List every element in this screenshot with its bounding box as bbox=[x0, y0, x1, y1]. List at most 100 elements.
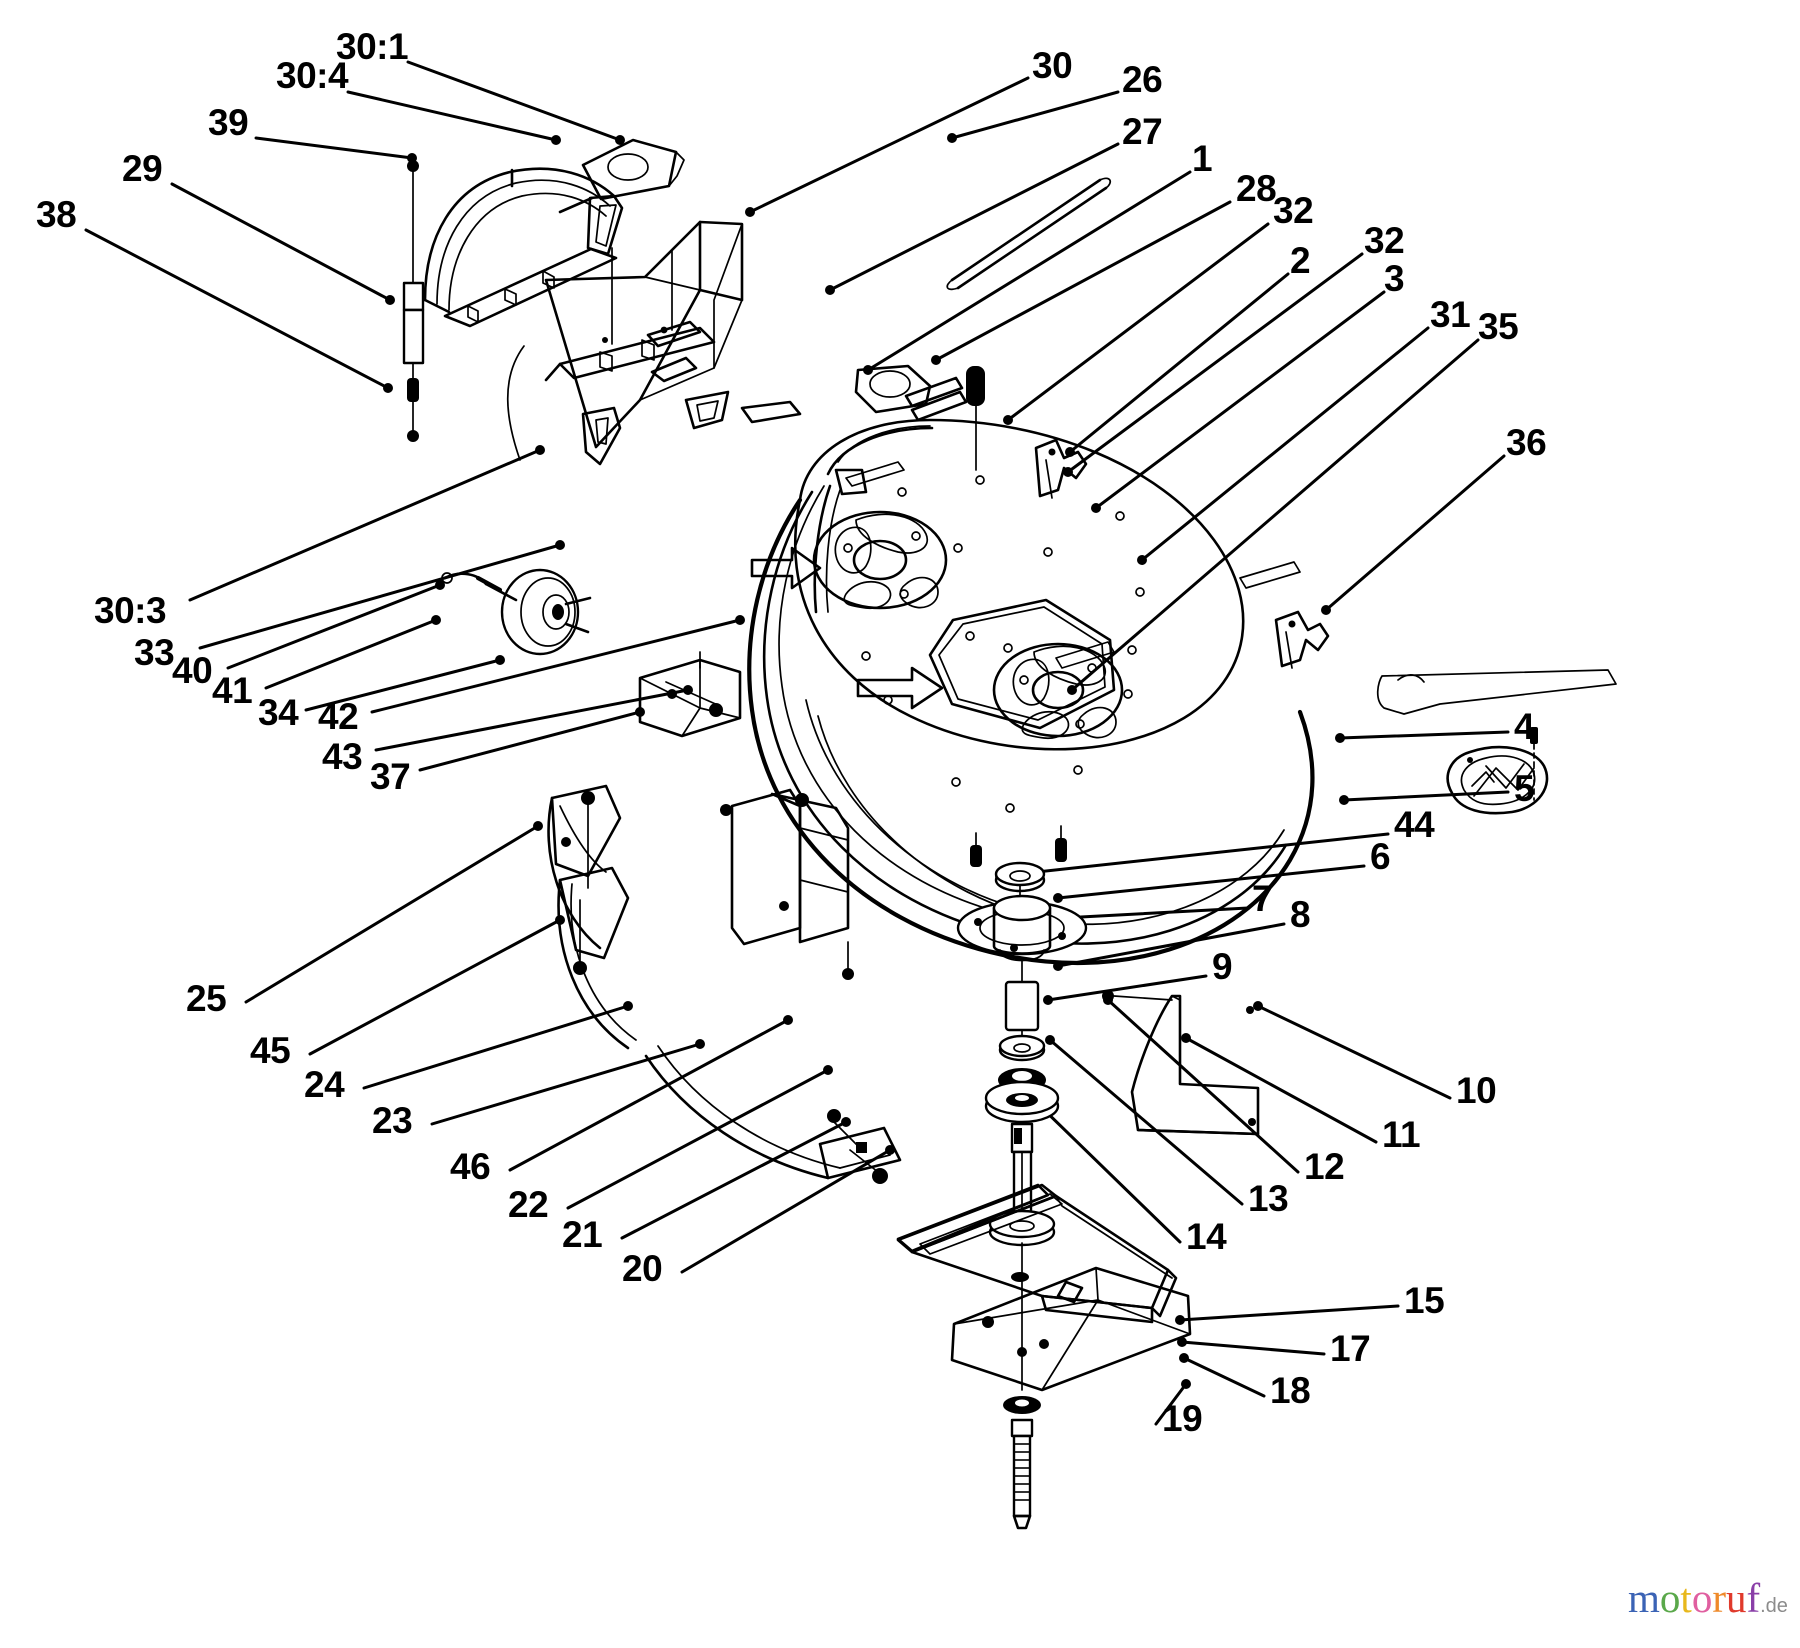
callout-label-30: 30 bbox=[1032, 45, 1073, 86]
spindle-boss-lower bbox=[992, 642, 1124, 739]
leader-endpoint-30-1 bbox=[615, 135, 625, 145]
leader-endpoint-27 bbox=[825, 285, 835, 295]
leader-line-40 bbox=[226, 583, 442, 670]
leader-line-28 bbox=[934, 200, 1232, 362]
leader-endpoint-46 bbox=[783, 1015, 793, 1025]
callout-label-37: 37 bbox=[370, 756, 411, 797]
leader-endpoint-36 bbox=[1321, 605, 1331, 615]
callout-label-30-3: 30:3 bbox=[94, 590, 167, 631]
part-cap-detail bbox=[1446, 727, 1549, 815]
leader-endpoint-21 bbox=[841, 1117, 851, 1127]
watermark-letter: m bbox=[1628, 1575, 1660, 1621]
leader-line-11 bbox=[1184, 1036, 1378, 1144]
leader-endpoint-13 bbox=[1045, 1035, 1055, 1045]
leader-endpoint-38 bbox=[383, 383, 393, 393]
leader-line-27 bbox=[828, 142, 1120, 292]
leader-line-32 bbox=[1066, 252, 1364, 474]
leader-line-43 bbox=[374, 688, 690, 752]
leader-line-17 bbox=[1180, 1340, 1326, 1356]
leader-endpoint-30-4 bbox=[551, 135, 561, 145]
leader-line-6 bbox=[1056, 864, 1366, 900]
callout-label-8: 8 bbox=[1290, 894, 1311, 935]
callout-label-14: 14 bbox=[1186, 1216, 1227, 1257]
leader-endpoint-34 bbox=[495, 655, 505, 665]
leader-line-8 bbox=[1056, 922, 1286, 968]
callout-label-46: 46 bbox=[450, 1146, 491, 1187]
callout-label-21: 21 bbox=[562, 1214, 603, 1255]
leader-endpoint-6 bbox=[1053, 893, 1063, 903]
part-deflector-shield bbox=[423, 167, 624, 328]
callout-label-3: 3 bbox=[1384, 258, 1405, 299]
leader-line-45 bbox=[308, 918, 562, 1056]
leader-line-23 bbox=[430, 1042, 702, 1126]
callout-label-36: 36 bbox=[1506, 422, 1547, 463]
part-mounting-bar bbox=[544, 320, 802, 466]
leader-line-30-4 bbox=[346, 90, 558, 142]
leader-endpoint-29 bbox=[385, 295, 395, 305]
leader-endpoint-41 bbox=[431, 615, 441, 625]
watermark-letter: o bbox=[1659, 1575, 1681, 1621]
leader-endpoint-24 bbox=[623, 1001, 633, 1011]
watermark-tld: .de bbox=[1760, 1595, 1788, 1617]
leader-line-18 bbox=[1182, 1356, 1266, 1398]
callout-label-39: 39 bbox=[208, 102, 249, 143]
leader-line-34 bbox=[304, 658, 502, 712]
leader-line-25 bbox=[244, 824, 540, 1004]
leader-endpoint-42 bbox=[735, 615, 745, 625]
callout-label-17: 17 bbox=[1330, 1328, 1371, 1369]
callout-label-7: 7 bbox=[1252, 878, 1273, 919]
leader-line-32 bbox=[1006, 222, 1270, 422]
callout-label-9: 9 bbox=[1212, 946, 1233, 987]
part-wire-spring bbox=[506, 345, 525, 461]
deck-hook-center bbox=[1034, 438, 1088, 499]
callout-label-26: 26 bbox=[1122, 59, 1163, 100]
leader-line-1 bbox=[866, 170, 1192, 372]
callout-label-6: 6 bbox=[1370, 836, 1391, 877]
leader-endpoint-26 bbox=[947, 133, 957, 143]
callout-label-32: 32 bbox=[1273, 190, 1314, 231]
leader-endpoint-25 bbox=[533, 821, 543, 831]
deck-bolt-b bbox=[1055, 825, 1067, 862]
callout-label-18: 18 bbox=[1270, 1370, 1311, 1411]
callout-label-30-4: 30:4 bbox=[276, 55, 349, 96]
leader-endpoint-32 bbox=[1003, 415, 1013, 425]
leader-endpoint-40 bbox=[435, 580, 445, 590]
leader-line-4 bbox=[1338, 730, 1510, 740]
part-rod-assembly bbox=[402, 160, 425, 442]
leader-lines bbox=[84, 60, 1510, 1426]
leader-line-39 bbox=[254, 136, 414, 160]
leader-line-31 bbox=[1140, 326, 1430, 562]
watermark-letter: o bbox=[1691, 1575, 1713, 1621]
leader-line-35 bbox=[1070, 338, 1480, 692]
leader-line-24 bbox=[362, 1004, 630, 1090]
leader-endpoint-5 bbox=[1339, 795, 1349, 805]
leader-endpoint-18 bbox=[1179, 1353, 1189, 1363]
callout-label-12: 12 bbox=[1304, 1146, 1345, 1187]
callout-label-1: 1 bbox=[1192, 138, 1213, 179]
leader-line-9 bbox=[1046, 974, 1208, 1002]
part-long-rod bbox=[946, 177, 1112, 291]
part-top-cap bbox=[581, 138, 685, 201]
leader-endpoint-17 bbox=[1177, 1337, 1187, 1347]
leader-endpoint-10 bbox=[1253, 1001, 1263, 1011]
callout-label-28: 28 bbox=[1236, 168, 1277, 209]
part-discharge-chute bbox=[544, 220, 744, 449]
leader-endpoint-15 bbox=[1175, 1315, 1185, 1325]
callout-label-45: 45 bbox=[250, 1030, 291, 1071]
part-spindle-assembly bbox=[956, 825, 1088, 1277]
deck-hook-right bbox=[1274, 610, 1330, 669]
callout-label-20: 20 bbox=[622, 1248, 663, 1289]
leader-line-29 bbox=[170, 182, 392, 302]
leader-endpoint-28 bbox=[931, 355, 941, 365]
leader-line-44 bbox=[998, 832, 1390, 878]
callout-label-4: 4 bbox=[1514, 706, 1535, 747]
leader-line-37 bbox=[418, 710, 642, 772]
part-mower-deck-housing bbox=[747, 364, 1330, 965]
callout-label-31: 31 bbox=[1430, 294, 1471, 335]
callout-label-34: 34 bbox=[258, 692, 299, 733]
leader-line-3 bbox=[1094, 290, 1386, 510]
leader-line-30-3 bbox=[188, 448, 542, 602]
leader-endpoint-22 bbox=[823, 1065, 833, 1075]
